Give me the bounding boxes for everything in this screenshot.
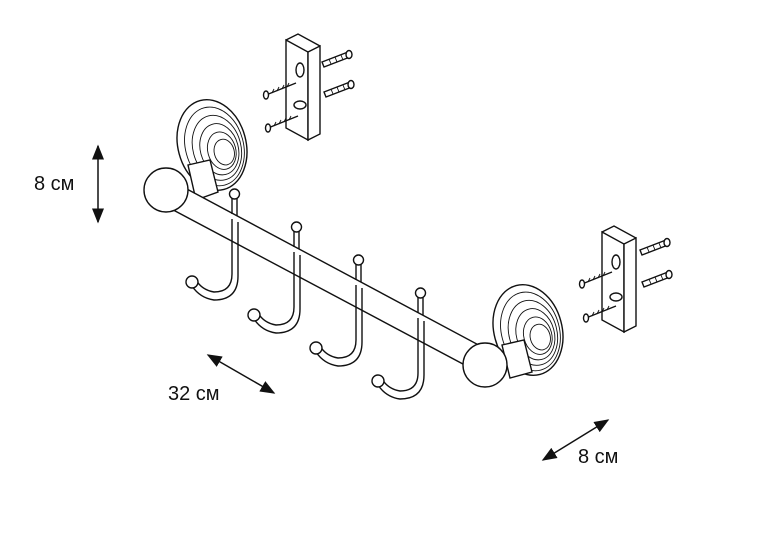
left-anchor-bottom [323, 79, 355, 98]
left-mounting-bracket [285, 33, 321, 141]
depth-dimension-label: 8 см [578, 446, 618, 468]
right-mounting-bracket [601, 225, 637, 333]
left-anchor-top [321, 49, 353, 68]
depth-dimension-arrow [541, 419, 610, 461]
left-collar [187, 159, 219, 201]
right-anchor-bottom [641, 269, 673, 288]
left-end-ball [143, 167, 189, 213]
length-dimension-label: 32 см [168, 383, 220, 405]
length-dimension-arrow [206, 354, 276, 394]
right-anchor-top [639, 237, 671, 256]
hook-bar [161, 178, 489, 373]
height-dimension-label: 8 см [34, 173, 74, 195]
right-end-ball [462, 342, 508, 388]
